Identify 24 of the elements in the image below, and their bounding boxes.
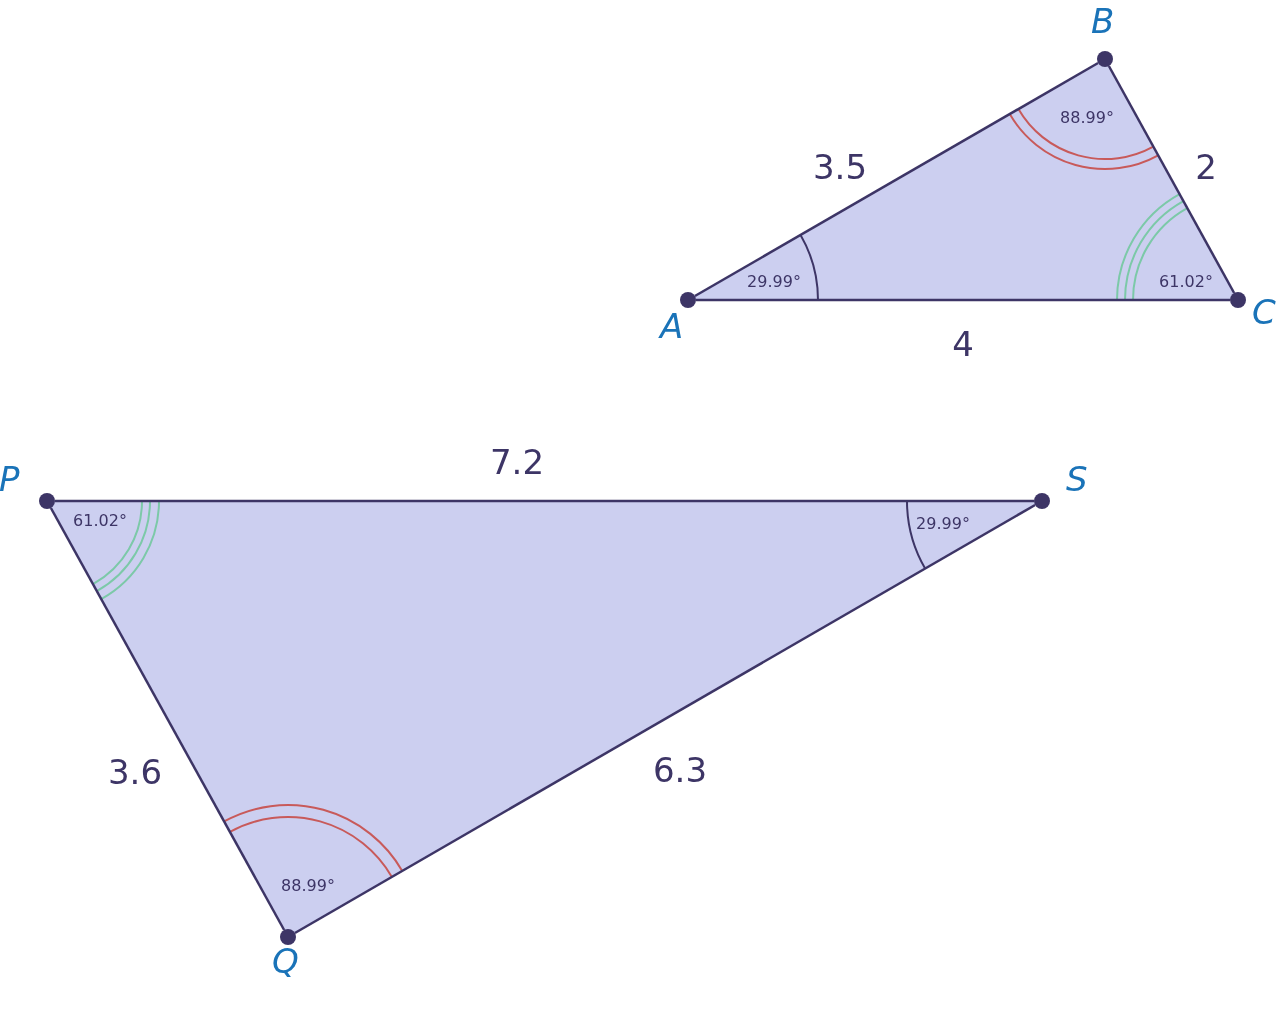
- vertex-label: P: [0, 461, 20, 497]
- angle-label: 88.99°: [1060, 109, 1114, 127]
- triangle-side: [1107, 65, 1236, 294]
- vertex-label: C: [1252, 294, 1276, 330]
- side-length-label: 7.2: [489, 444, 545, 480]
- angle-label: 29.99°: [747, 273, 801, 291]
- side-length-label: 3.5: [812, 149, 868, 185]
- triangle-side: [49, 507, 286, 931]
- vertex-label: B: [1091, 3, 1115, 39]
- triangle-side: [696, 298, 1230, 302]
- side-length-label: 4: [952, 326, 974, 362]
- side-length-label: 2: [1195, 149, 1217, 185]
- angle-label: 61.02°: [1159, 273, 1213, 291]
- angle-label: 88.99°: [281, 877, 335, 895]
- angle-label: 29.99°: [916, 515, 970, 533]
- triangle-side: [694, 61, 1099, 298]
- vertex-label: Q: [272, 943, 299, 979]
- side-length-label: 6.3: [652, 752, 708, 788]
- triangle-side: [55, 499, 1034, 503]
- angle-label: 61.02°: [73, 512, 127, 530]
- vertex-label: S: [1066, 461, 1088, 497]
- vertex-label: A: [660, 308, 684, 344]
- side-length-label: 3.6: [107, 754, 163, 790]
- triangle-side: [294, 503, 1036, 935]
